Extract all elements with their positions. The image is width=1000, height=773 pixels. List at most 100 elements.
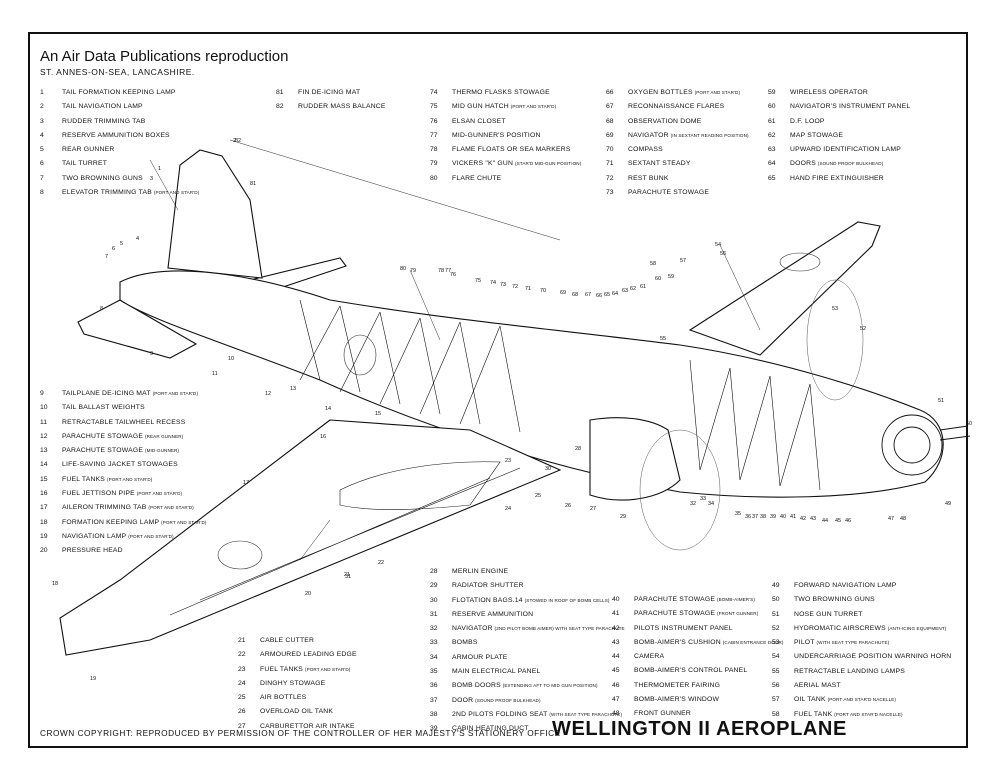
legend-item-note: (MID-GUNNER) [144, 448, 180, 454]
legend-item-text: RUDDER TRIMMING TAB [62, 117, 146, 125]
callout-number: 17 [243, 480, 249, 486]
legend-item-number: 56 [772, 682, 780, 690]
legend-item-number: 41 [612, 610, 620, 618]
legend-item-text: VICKERS "K" GUN [452, 160, 514, 168]
callout-number: 24 [505, 506, 511, 512]
legend-item-note: (SOUND PROOF BULKHEAD) [475, 697, 541, 703]
legend-item-number: 70 [606, 146, 614, 154]
legend-item-note: (PORT AND STAR'D) [304, 666, 351, 672]
callout-number: 28 [575, 446, 581, 452]
legend-item-text: TAIL NAVIGATION LAMP [62, 103, 143, 111]
callout-number: 79 [410, 268, 416, 274]
callout-number: 8 [100, 306, 103, 312]
legend-item-number: 44 [612, 653, 620, 661]
callout-number: 46 [845, 518, 851, 524]
callout-number: 41 [790, 514, 796, 520]
callout-number: 16 [320, 434, 326, 440]
legend-item-note: (PORT AND STAR'D) [694, 90, 741, 95]
callout-number: 5 [120, 241, 123, 247]
legend-item-text: FLAME FLOATS OR SEA MARKERS [452, 146, 571, 154]
legend-item-note: (CABIN ENTRANCE DOOR) [722, 639, 784, 645]
callout-number: 21 [344, 572, 350, 578]
callout-number: 9 [150, 351, 153, 357]
legend-item-number: 1 [40, 89, 44, 96]
legend-item-number: 45 [612, 667, 620, 675]
callout-number: 27 [590, 506, 596, 512]
legend-item-number: 49 [772, 582, 780, 589]
legend-item-number: 71 [606, 160, 614, 168]
legend-item-number: 64 [768, 160, 776, 168]
callout-number: 11 [212, 371, 218, 377]
legend-item-note: (PORT AND STAR'D) [148, 505, 194, 511]
legend-item-text: FIN DE-ICING MAT [298, 89, 361, 96]
border-frame [28, 32, 968, 748]
legend-item-note: (FRONT GUNNER) [716, 611, 759, 617]
callout-number: 78 [438, 268, 444, 274]
legend-item-text: RUDDER MASS BALANCE [298, 103, 386, 111]
callout-number: 29 [620, 514, 626, 520]
legend-item-number: 48 [612, 710, 620, 718]
callout-number: 48 [900, 516, 906, 522]
legend-item-text: FUEL TANKS [260, 665, 304, 673]
legend-item-text: FUEL TANK [794, 710, 833, 718]
legend-item-number: 6 [40, 160, 44, 168]
legend-item-number: 28 [430, 568, 438, 575]
legend-item-note: (WITH SEAT TYPE PARACHUTE) [816, 640, 890, 646]
legend-item-number: 33 [430, 639, 438, 647]
legend-item-text: FRONT GUNNER [634, 710, 692, 718]
aircraft-outline [59, 149, 944, 656]
callout-number: 4 [136, 236, 139, 242]
legend-item-text: BOMB-AIMER'S WINDOW [634, 696, 720, 704]
legend-item-text: HYDROMATIC AIRSCREWS [794, 624, 886, 632]
legend-item-number: 8 [40, 189, 44, 197]
callout-number: 40 [780, 514, 786, 520]
legend-item-text: MID-GUNNER'S POSITION [452, 131, 541, 139]
legend-item-number: 15 [40, 475, 48, 483]
legend-item-number: 54 [772, 653, 780, 661]
legend-item-text: COMPASS [628, 146, 663, 154]
legend-item-text: FLARE CHUTE [452, 174, 502, 182]
callout-number: 18 [52, 581, 58, 587]
legend-item-text: ARMOURED LEADING EDGE [260, 651, 357, 659]
legend-item-number: 78 [430, 146, 438, 154]
legend-item-text: TAIL BALLAST WEIGHTS [62, 404, 145, 412]
legend-item-number: 43 [612, 638, 620, 646]
legend-item-number: 7 [40, 174, 44, 182]
legend-item-number: 59 [768, 89, 776, 96]
callout-number: 82 [235, 138, 241, 144]
legend-item-number: 52 [772, 624, 780, 632]
legend-item-text: D.F. LOOP [790, 117, 825, 125]
legend-item-text: TAIL FORMATION KEEPING LAMP [62, 89, 176, 96]
legend-item-number: 66 [606, 89, 614, 96]
